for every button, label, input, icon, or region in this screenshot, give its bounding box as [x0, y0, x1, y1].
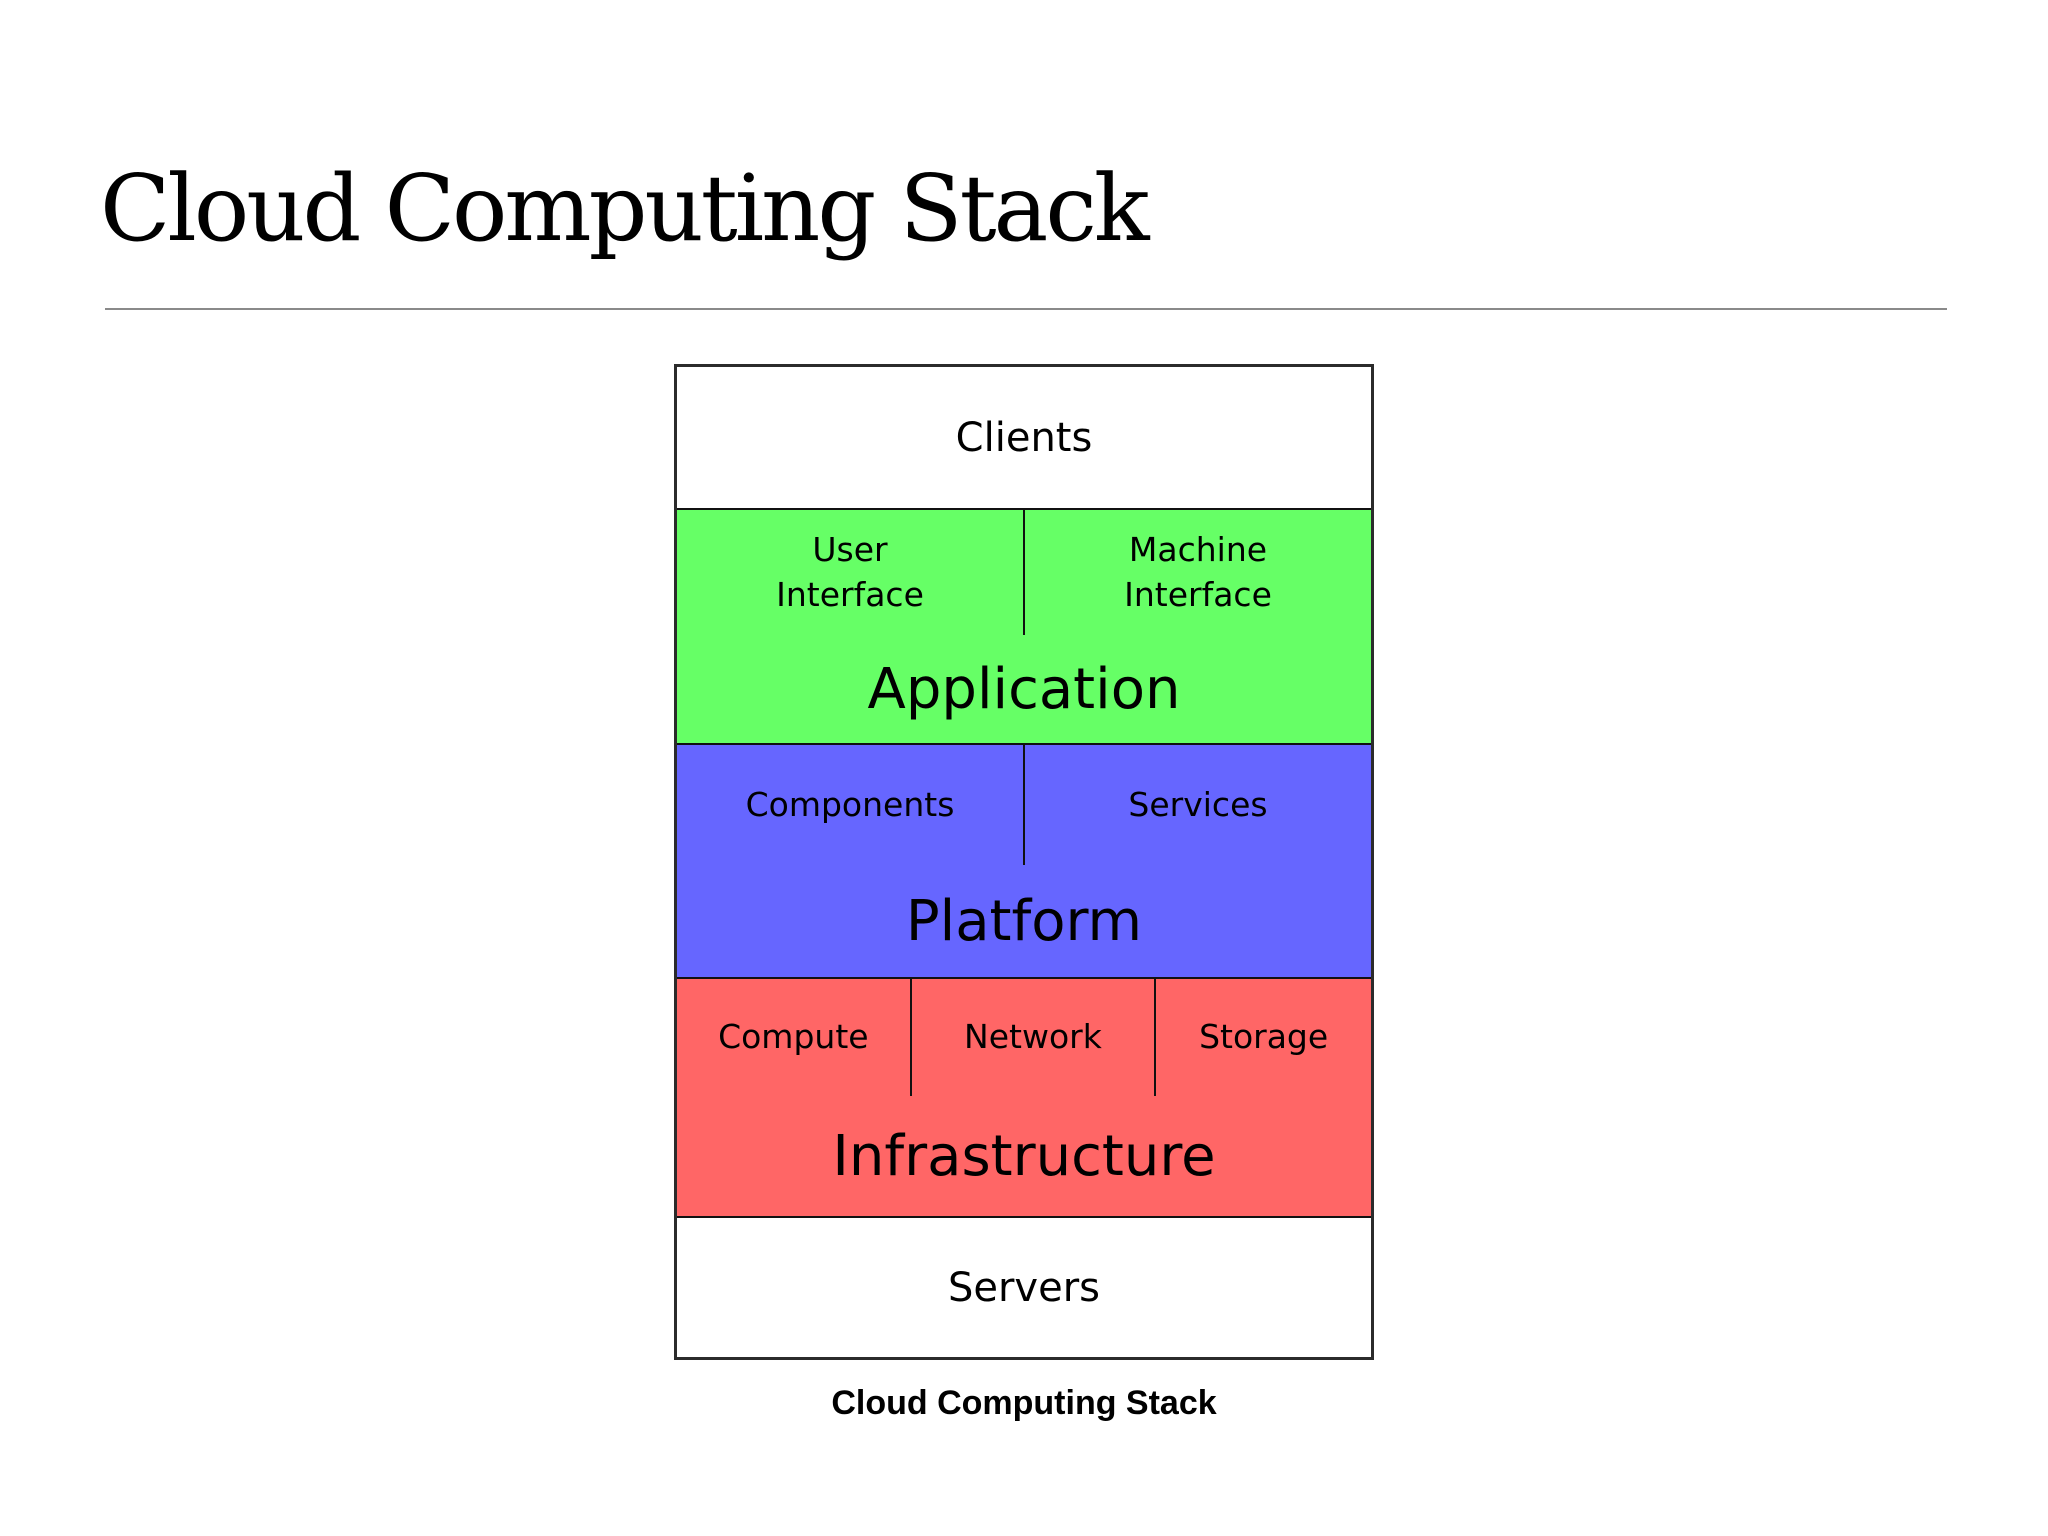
layer-application: User Interface Machine Interface Applica…	[677, 508, 1371, 743]
servers-label: Servers	[947, 1264, 1100, 1311]
machine-interface-label: Machine Interface	[1124, 529, 1272, 614]
compute-label: Compute	[718, 1017, 869, 1057]
layer-infrastructure: Compute Network Storage Infrastructure	[677, 977, 1371, 1216]
cell-components: Components	[677, 745, 1023, 865]
storage-label: Storage	[1199, 1017, 1329, 1057]
title-divider-line	[105, 308, 1947, 310]
network-label: Network	[964, 1017, 1102, 1057]
infrastructure-subrow: Compute Network Storage	[677, 979, 1371, 1096]
components-label: Components	[745, 784, 955, 824]
layer-servers: Servers	[677, 1216, 1371, 1357]
application-label: Application	[867, 656, 1181, 722]
cell-user-interface: User Interface	[677, 510, 1023, 635]
platform-subrow: Components Services	[677, 745, 1371, 865]
platform-label: Platform	[905, 888, 1143, 954]
infrastructure-label: Infrastructure	[832, 1123, 1216, 1189]
layer-platform: Components Services Platform	[677, 743, 1371, 977]
application-subrow: User Interface Machine Interface	[677, 510, 1371, 635]
cell-compute: Compute	[677, 979, 910, 1096]
cell-machine-interface: Machine Interface	[1023, 510, 1371, 635]
cell-network: Network	[909, 979, 1155, 1096]
cell-storage: Storage	[1154, 979, 1371, 1096]
page-title: Cloud Computing Stack	[100, 155, 1150, 262]
cell-services: Services	[1023, 745, 1371, 865]
layer-clients: Clients	[677, 367, 1371, 508]
cloud-stack-diagram: Clients User Interface Machine Interface…	[674, 364, 1374, 1360]
diagram-caption: Cloud Computing Stack	[831, 1384, 1217, 1422]
user-interface-label: User Interface	[776, 529, 924, 614]
clients-label: Clients	[955, 414, 1093, 461]
services-label: Services	[1128, 784, 1268, 824]
